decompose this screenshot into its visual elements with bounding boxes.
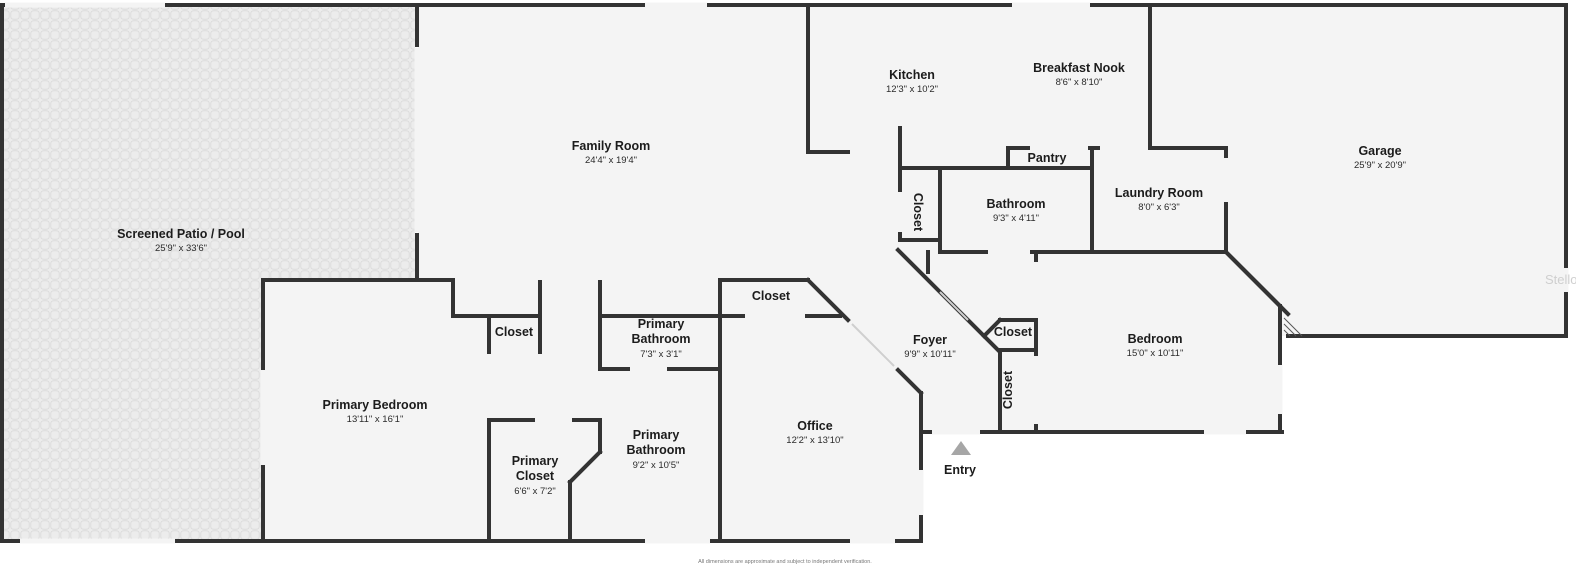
room-name-line: Closet bbox=[516, 469, 555, 483]
room-name-pantry: Pantry bbox=[1028, 151, 1067, 165]
room-dims-primary-bathroom-small: 7'3" x 3'1" bbox=[640, 349, 682, 360]
room-dims-garage: 25'9" x 20'9" bbox=[1354, 160, 1406, 171]
disclaimer: All dimensions are approximate and subje… bbox=[698, 559, 872, 565]
room-name-line: Bathroom bbox=[631, 332, 690, 346]
room-dims-breakfast-nook: 8'6" x 8'10" bbox=[1056, 77, 1103, 88]
room-dims-foyer: 9'9" x 10'11" bbox=[904, 349, 955, 360]
room-name-hall-closet: Closet bbox=[911, 193, 925, 232]
room-dims-bedroom: 15'0" x 10'11" bbox=[1127, 348, 1184, 359]
floors bbox=[4, 6, 1576, 566]
room-name-line: Primary bbox=[512, 454, 559, 468]
room-name-screened-patio: Screened Patio / Pool bbox=[117, 227, 245, 241]
room-dims-office: 12'2" x 13'10" bbox=[786, 435, 843, 446]
room-dims-primary-bathroom: 9'2" x 10'5" bbox=[633, 460, 680, 471]
room-labels: Screened Patio / Pool 25'9" x 33'6" Fami… bbox=[117, 61, 1406, 565]
garage-step bbox=[1283, 317, 1303, 337]
room-name-primary-closet-small: Closet bbox=[495, 325, 534, 339]
room-dims-primary-closet: 6'6" x 7'2" bbox=[514, 486, 556, 497]
room-name-line: Primary bbox=[638, 317, 685, 331]
room-name-family-room: Family Room bbox=[572, 139, 651, 153]
room-name-foyer: Foyer bbox=[913, 333, 947, 347]
room-dims-screened-patio: 25'9" x 33'6" bbox=[155, 243, 207, 254]
door-openings bbox=[851, 291, 969, 367]
entry-label: Entry bbox=[944, 463, 976, 477]
room-name-garage: Garage bbox=[1358, 144, 1401, 158]
room-name-kitchen: Kitchen bbox=[889, 68, 935, 82]
entry-arrow-icon bbox=[951, 441, 971, 455]
room-name-office: Office bbox=[797, 419, 832, 433]
room-name-bathroom: Bathroom bbox=[986, 197, 1045, 211]
room-name-bedroom: Bedroom bbox=[1128, 332, 1183, 346]
room-name-breakfast-nook: Breakfast Nook bbox=[1033, 61, 1125, 75]
room-name-line: Bathroom bbox=[626, 443, 685, 457]
room-dims-kitchen: 12'3" x 10'2" bbox=[886, 84, 938, 95]
room-name-primary-bedroom: Primary Bedroom bbox=[323, 398, 428, 412]
room-dims-laundry-room: 8'0" x 6'3" bbox=[1138, 202, 1180, 213]
watermark: StelloriV bbox=[1545, 272, 1576, 287]
room-dims-family-room: 24'4" x 19'4" bbox=[585, 155, 637, 166]
room-name-closet-vertical: Closet bbox=[1001, 370, 1015, 409]
room-name-laundry-room: Laundry Room bbox=[1115, 186, 1203, 200]
room-dims-bathroom: 9'3" x 4'11" bbox=[993, 213, 1039, 224]
outside-gap-right bbox=[1282, 338, 1576, 566]
room-name-closet-small: Closet bbox=[994, 325, 1033, 339]
windows bbox=[5, 2, 1569, 544]
room-name-line: Primary bbox=[633, 428, 680, 442]
room-name-foyer-closet-top: Closet bbox=[752, 289, 791, 303]
walls bbox=[0, 3, 1568, 543]
room-dims-primary-bedroom: 13'11" x 16'1" bbox=[347, 414, 404, 425]
